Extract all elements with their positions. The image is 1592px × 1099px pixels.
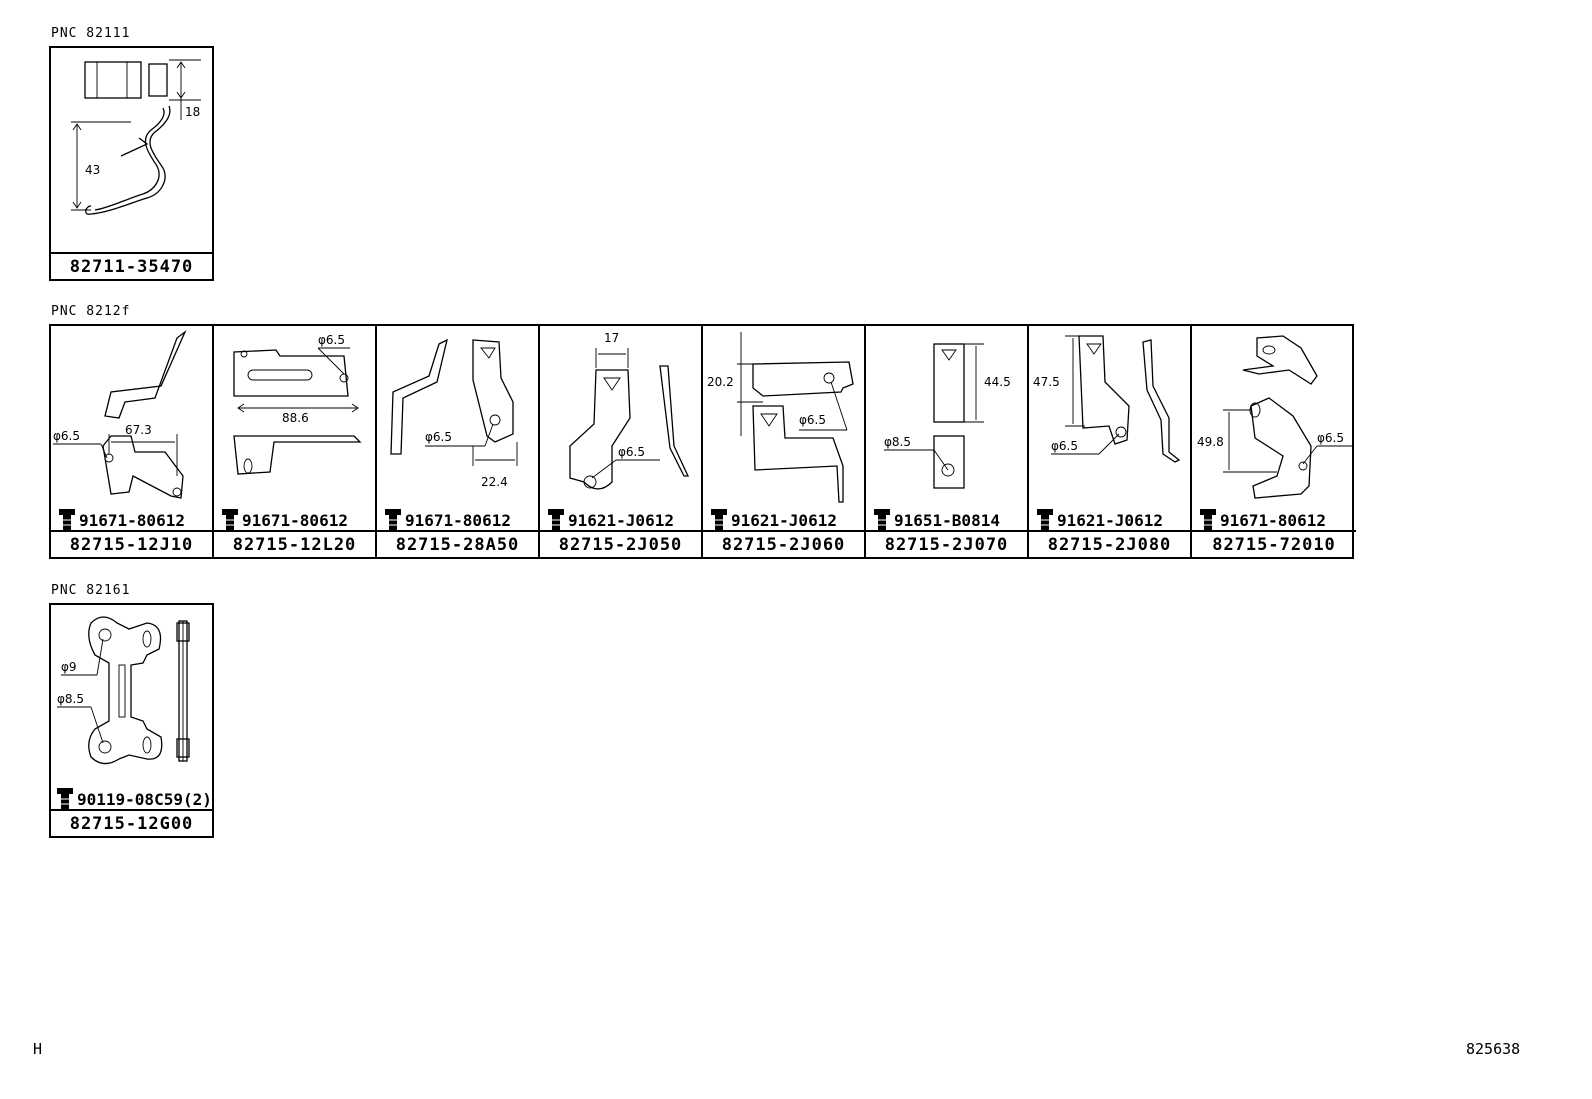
- dim-phi-8-5: φ8.5: [57, 692, 84, 706]
- bolt-icon: [1200, 509, 1216, 532]
- bolt-label: 91621-J0612: [1035, 508, 1163, 532]
- part-number: 82715-28A50: [377, 530, 538, 557]
- bolt-icon: [874, 509, 890, 532]
- dim-length: 67.3: [125, 423, 152, 437]
- dim-18: 18: [185, 105, 200, 119]
- bracket-drawing: 47.5 φ6.5: [1033, 335, 1181, 463]
- bracket-drawing: 20.2 φ6.5: [707, 332, 854, 503]
- bolt-icon: [57, 788, 73, 811]
- dim-phi: φ6.5: [1317, 431, 1344, 445]
- pnc-label-82111: PNC 82111: [51, 26, 131, 41]
- part-cell-82715-2J070[interactable]: 44.5 φ8.5 91651-B0814 82715-2J070: [866, 326, 1029, 557]
- footer-left-code: H: [33, 1040, 43, 1058]
- bolt-label: 91671-80612: [383, 508, 511, 532]
- bolt-label: 91671-80612: [1198, 508, 1326, 532]
- dim-width: 17: [604, 331, 619, 345]
- dim-height: 47.5: [1033, 375, 1060, 389]
- clip-drawing: 18 43: [71, 59, 201, 215]
- part-number: 82715-2J070: [866, 530, 1027, 557]
- part-cell-82715-72010[interactable]: 49.8 φ6.5 91671-80612 82715-72010: [1192, 326, 1356, 557]
- dim-phi: φ6.5: [799, 413, 826, 427]
- dim-length: 88.6: [282, 411, 309, 425]
- dim-phi: φ6.5: [53, 429, 80, 443]
- part-number: 82711-35470: [51, 252, 212, 279]
- part-number: 82715-12J10: [51, 530, 212, 557]
- bolt-label: 91651-B0814: [872, 508, 1000, 532]
- dim-phi: φ8.5: [884, 435, 911, 449]
- bracket-drawing: 17 φ6.5: [569, 331, 690, 490]
- part-number: 82715-12L20: [214, 530, 375, 557]
- bolt-icon: [711, 509, 727, 532]
- dim-height: 49.8: [1197, 435, 1224, 449]
- bolt-icon: [1037, 509, 1053, 532]
- bolt-icon: [222, 509, 238, 532]
- part-box-82715-12G00[interactable]: φ9 φ8.5 90119-08C59(2) 82715-12G00: [49, 603, 214, 838]
- dim-phi: φ6.5: [1051, 439, 1078, 453]
- bracket-drawing: φ6.5 67.3: [53, 329, 187, 499]
- part-cell-82715-2J050[interactable]: 17 φ6.5 91621-J0612 82715-2J050: [540, 326, 703, 557]
- part-number: 82715-2J060: [703, 530, 864, 557]
- part-number: 82715-2J080: [1029, 530, 1190, 557]
- part-number: 82715-2J050: [540, 530, 701, 557]
- part-cell-82715-28A50[interactable]: φ6.5 22.4 91671-80612 82715-28A50: [377, 326, 540, 557]
- bracket-drawing: 44.5 φ8.5: [884, 343, 1011, 489]
- bracket-drawing: φ6.5 22.4: [390, 338, 518, 489]
- part-number: 82715-12G00: [51, 809, 212, 836]
- part-cell-82715-2J080[interactable]: 47.5 φ6.5 91621-J0612 82715-2J080: [1029, 326, 1192, 557]
- part-row-8212f: φ6.5 67.3 91671-80612 82715-12J10 88.6 φ…: [49, 324, 1356, 559]
- dim-phi: φ6.5: [318, 333, 345, 347]
- part-cell-82715-12J10[interactable]: φ6.5 67.3 91671-80612 82715-12J10: [51, 326, 214, 557]
- bolt-icon: [59, 509, 75, 532]
- bolt-icon: [548, 509, 564, 532]
- bolt-label: 90119-08C59(2): [55, 787, 212, 811]
- part-cell-82715-12L20[interactable]: 88.6 φ6.5 91671-80612 82715-12L20: [214, 326, 377, 557]
- part-box-82711-35470[interactable]: 18 43 82711-35470: [49, 46, 214, 281]
- dim-phi-9: φ9: [61, 660, 77, 674]
- dim-width: 22.4: [481, 475, 508, 489]
- bracket-drawing: 88.6 φ6.5: [233, 333, 362, 475]
- footer-illustration-number: 825638: [1466, 1040, 1521, 1058]
- bolt-label: 91621-J0612: [709, 508, 837, 532]
- bracket-drawing: 49.8 φ6.5: [1197, 335, 1353, 499]
- dim-43: 43: [85, 163, 100, 177]
- bolt-label: 91621-J0612: [546, 508, 674, 532]
- pnc-label-82161: PNC 82161: [51, 583, 131, 598]
- dim-height: 20.2: [707, 375, 734, 389]
- part-number: 82715-72010: [1192, 530, 1356, 557]
- dim-height: 44.5: [984, 375, 1011, 389]
- dim-phi: φ6.5: [425, 430, 452, 444]
- bolt-icon: [385, 509, 401, 532]
- part-cell-82715-2J060[interactable]: 20.2 φ6.5 91621-J0612 82715-2J060: [703, 326, 866, 557]
- dim-phi: φ6.5: [618, 445, 645, 459]
- plate-drawing: φ9 φ8.5: [57, 616, 190, 765]
- pnc-label-8212f: PNC 8212f: [51, 304, 131, 319]
- bolt-label: 91671-80612: [57, 508, 185, 532]
- bolt-label: 91671-80612: [220, 508, 348, 532]
